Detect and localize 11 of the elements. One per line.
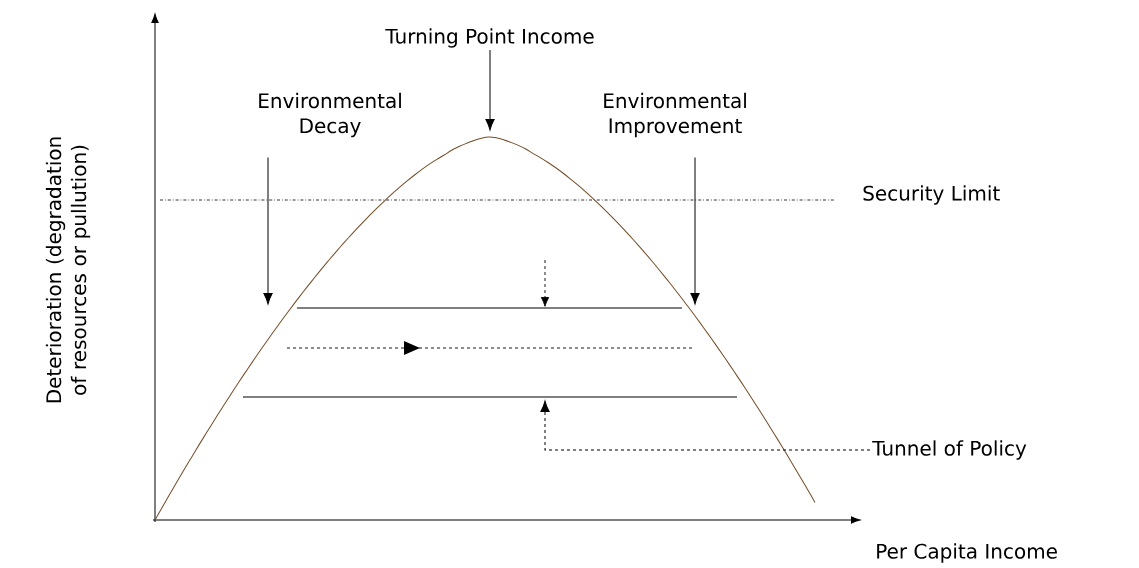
arrow (485, 49, 495, 131)
annotation-label: Tunnel of Policy (872, 440, 1027, 460)
arrow (690, 156, 700, 305)
annotation-label: Environmental Improvement (604, 92, 746, 138)
annotation-label: Turning Point Income (385, 28, 594, 48)
axis-title: Deterioration (degradation of resources or pullution) (45, 137, 91, 403)
leader-line (540, 400, 871, 451)
label: Security Limit (863, 185, 1000, 205)
annotation-label: Environmental Decay (259, 92, 401, 138)
arrow (263, 156, 273, 305)
axis-title: Per Capita Income (877, 543, 1057, 563)
